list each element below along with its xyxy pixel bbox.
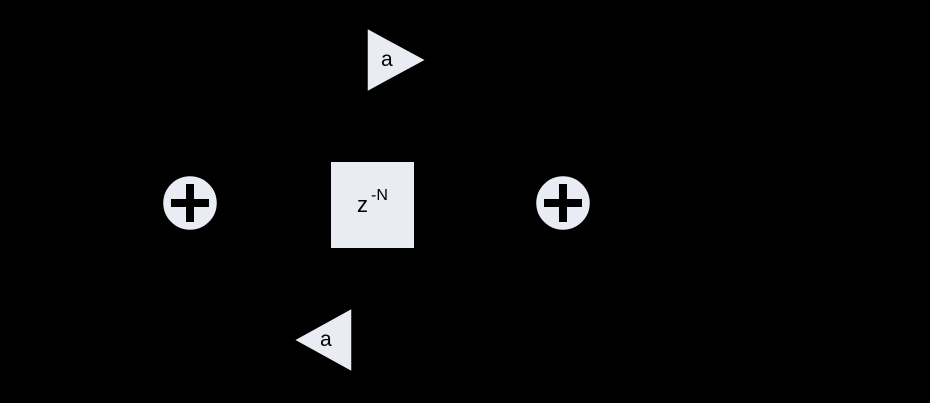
triangle-left-icon xyxy=(293,307,353,373)
feedforward-gain-triangle: a xyxy=(366,27,428,93)
plus-icon xyxy=(534,174,592,232)
plus-icon xyxy=(161,174,219,232)
delay-base-label: z xyxy=(357,192,369,217)
feedback-gain-triangle: a xyxy=(293,307,353,373)
feedforward-gain-label: a xyxy=(381,48,393,71)
output-summer xyxy=(534,174,592,232)
delay-exponent-label: -N xyxy=(371,187,388,204)
delay-block: z -N xyxy=(330,161,415,249)
triangle-right-icon xyxy=(366,27,428,93)
feedback-gain-label: a xyxy=(320,328,332,351)
input-summer xyxy=(161,174,219,232)
